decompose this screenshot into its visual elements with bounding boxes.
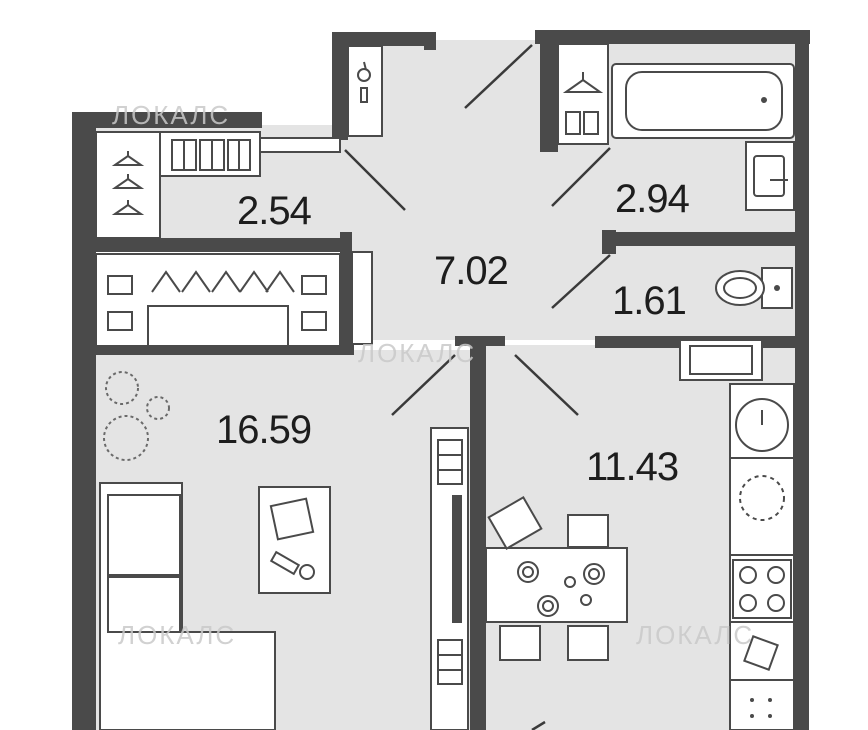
wall-top-right bbox=[535, 30, 810, 44]
door-entrance bbox=[464, 44, 533, 109]
dining-table bbox=[485, 547, 628, 623]
tv-icon bbox=[452, 495, 462, 623]
wall-bath-bottom bbox=[602, 232, 800, 246]
wardrobe-strip bbox=[259, 137, 341, 153]
coffee-table bbox=[258, 486, 331, 594]
fridge-icon bbox=[735, 398, 789, 452]
watermark: ЛОКАЛС bbox=[118, 620, 236, 650]
sofa bbox=[99, 482, 276, 730]
wall-partition bbox=[470, 336, 486, 730]
wall-top-left bbox=[72, 112, 262, 128]
wardrobe-closet bbox=[95, 131, 161, 239]
wall-bath-post bbox=[602, 230, 616, 254]
bathroom-furniture bbox=[557, 43, 795, 211]
wall-partition-top bbox=[455, 336, 505, 346]
wall-living-top bbox=[92, 345, 354, 355]
watermark: ЛОКАЛС bbox=[358, 338, 476, 368]
cabinet-side-panel bbox=[351, 251, 373, 345]
watermark: ЛОКАЛС bbox=[636, 620, 754, 650]
kitchen-furniture bbox=[485, 383, 795, 730]
brush-icon bbox=[357, 61, 371, 103]
kitchen-counter bbox=[729, 383, 795, 730]
wardrobe-cabinet bbox=[95, 253, 341, 347]
hall-cabinet bbox=[347, 45, 383, 137]
cup-icon bbox=[299, 564, 315, 580]
window-sill-left bbox=[140, 350, 212, 355]
toilet-furniture bbox=[679, 267, 793, 381]
door-living bbox=[391, 354, 456, 416]
cutting-board-icon bbox=[743, 635, 779, 671]
wall-notch-right bbox=[424, 32, 436, 50]
door-kitchen bbox=[514, 354, 579, 416]
area-label-kitchen: 11.43 bbox=[586, 445, 678, 489]
living-furniture bbox=[95, 251, 469, 730]
bathtub-inner bbox=[625, 71, 783, 131]
wall-wardrobe-right bbox=[340, 232, 352, 352]
remote-icon bbox=[269, 550, 301, 576]
walls bbox=[72, 30, 810, 730]
wardrobe-cabinet-inner bbox=[147, 305, 289, 347]
clothes-hangers-icon bbox=[107, 270, 327, 331]
sofa-back bbox=[107, 494, 181, 576]
toilet-bowl-icon bbox=[715, 270, 765, 306]
towel-hanger-icon bbox=[562, 72, 604, 135]
area-label-bathroom: 2.94 bbox=[615, 177, 690, 221]
wall-bath-left bbox=[540, 40, 558, 152]
chairs bbox=[487, 496, 609, 661]
area-label-living: 16.59 bbox=[216, 408, 311, 452]
hanger-icon bbox=[111, 151, 145, 215]
area-label-toilet: 1.61 bbox=[612, 279, 686, 323]
wall-right bbox=[795, 30, 809, 730]
bathtub-drain-icon bbox=[761, 97, 767, 103]
magazine-icon bbox=[269, 497, 315, 541]
door-bathroom bbox=[551, 147, 611, 207]
shelf-books-icon bbox=[437, 439, 463, 685]
area-label-hall: 7.02 bbox=[434, 249, 508, 293]
sink-drain-icon bbox=[739, 475, 785, 521]
dots-icon bbox=[750, 698, 772, 718]
washing-machine-panel bbox=[689, 345, 753, 375]
room-areas: 2.54 7.02 2.94 1.61 16.59 11.43 bbox=[216, 177, 691, 489]
plant-icon bbox=[103, 371, 170, 461]
plates-icon bbox=[517, 561, 605, 617]
doors bbox=[344, 44, 611, 730]
wall-notch-left bbox=[332, 32, 348, 140]
watermarks: ЛОКАЛС ЛОКАЛС ЛОКАЛС ЛОКАЛС bbox=[112, 100, 754, 650]
wall-left bbox=[72, 112, 96, 730]
wardrobe-furniture bbox=[95, 45, 383, 239]
door-kitchen-bottom bbox=[531, 720, 546, 730]
folded-clothes-icon bbox=[171, 139, 251, 171]
bathtub bbox=[611, 63, 795, 139]
sofa-seat bbox=[107, 576, 181, 633]
window-sill-right bbox=[232, 350, 304, 355]
sink-basin bbox=[753, 155, 785, 197]
area-label-wardrobe: 2.54 bbox=[237, 189, 312, 233]
wall-wardrobe-bottom bbox=[92, 238, 350, 252]
watermark: ЛОКАЛС bbox=[112, 100, 230, 130]
wall-notch-top bbox=[332, 32, 436, 46]
toilet-seat bbox=[723, 277, 757, 299]
burners bbox=[739, 566, 785, 612]
flush-button-icon bbox=[774, 285, 780, 291]
door-wardrobe bbox=[344, 149, 406, 211]
door-toilet bbox=[551, 254, 611, 309]
